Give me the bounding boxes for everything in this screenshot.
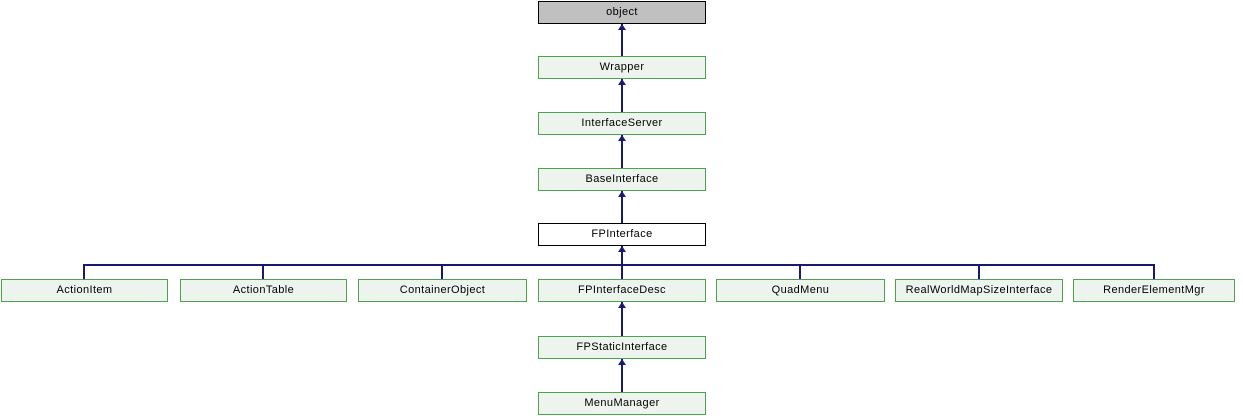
class-node-realworldmapsizeinterface[interactable]: RealWorldMapSizeInterface — [895, 279, 1063, 302]
arrowhead-object — [618, 24, 626, 30]
arrowhead-fpinterface — [618, 246, 626, 252]
class-node-actiontable[interactable]: ActionTable — [180, 279, 347, 302]
class-node-wrapper[interactable]: Wrapper — [538, 56, 706, 79]
class-node-renderelementmgr[interactable]: RenderElementMgr — [1073, 279, 1235, 302]
stub-realworldmapsizeinterface — [978, 264, 980, 279]
edge-wrapper-to-object — [621, 24, 623, 56]
edge-baseinterface-to-interfaceserver — [621, 135, 623, 168]
stub-quadmenu — [799, 264, 801, 279]
class-node-containerobject[interactable]: ContainerObject — [358, 279, 527, 302]
class-node-quadmenu[interactable]: QuadMenu — [716, 279, 885, 302]
class-node-actionitem[interactable]: ActionItem — [1, 279, 168, 302]
stub-renderelementmgr — [1153, 264, 1155, 279]
edge-menumanager-to-fpstaticinterface — [621, 359, 623, 392]
arrowhead-fpstaticinterface — [618, 359, 626, 365]
class-node-baseinterface[interactable]: BaseInterface — [538, 168, 706, 191]
edge-bus-to-fpinterface — [621, 246, 623, 265]
class-node-interfaceserver[interactable]: InterfaceServer — [538, 112, 706, 135]
edge-interfaceserver-to-wrapper — [621, 79, 623, 112]
class-node-fpinterface: FPInterface — [538, 223, 706, 246]
stub-fpinterfacedesc — [621, 264, 623, 279]
class-node-object: object — [538, 1, 706, 24]
class-node-menumanager[interactable]: MenuManager — [538, 392, 706, 415]
stub-actiontable — [262, 264, 264, 279]
children-bus-line — [83, 264, 1155, 266]
arrowhead-baseinterface — [618, 191, 626, 197]
class-node-fpstaticinterface[interactable]: FPStaticInterface — [538, 336, 706, 359]
class-node-fpinterfacedesc[interactable]: FPInterfaceDesc — [538, 279, 706, 302]
arrowhead-wrapper — [618, 79, 626, 85]
stub-containerobject — [441, 264, 443, 279]
edge-fpstaticinterface-to-fpinterfacedesc — [621, 302, 623, 336]
arrowhead-fpinterfacedesc — [618, 302, 626, 308]
stub-actionitem — [83, 264, 85, 279]
arrowhead-interfaceserver — [618, 135, 626, 141]
edge-fpinterface-to-baseinterface — [621, 191, 623, 223]
